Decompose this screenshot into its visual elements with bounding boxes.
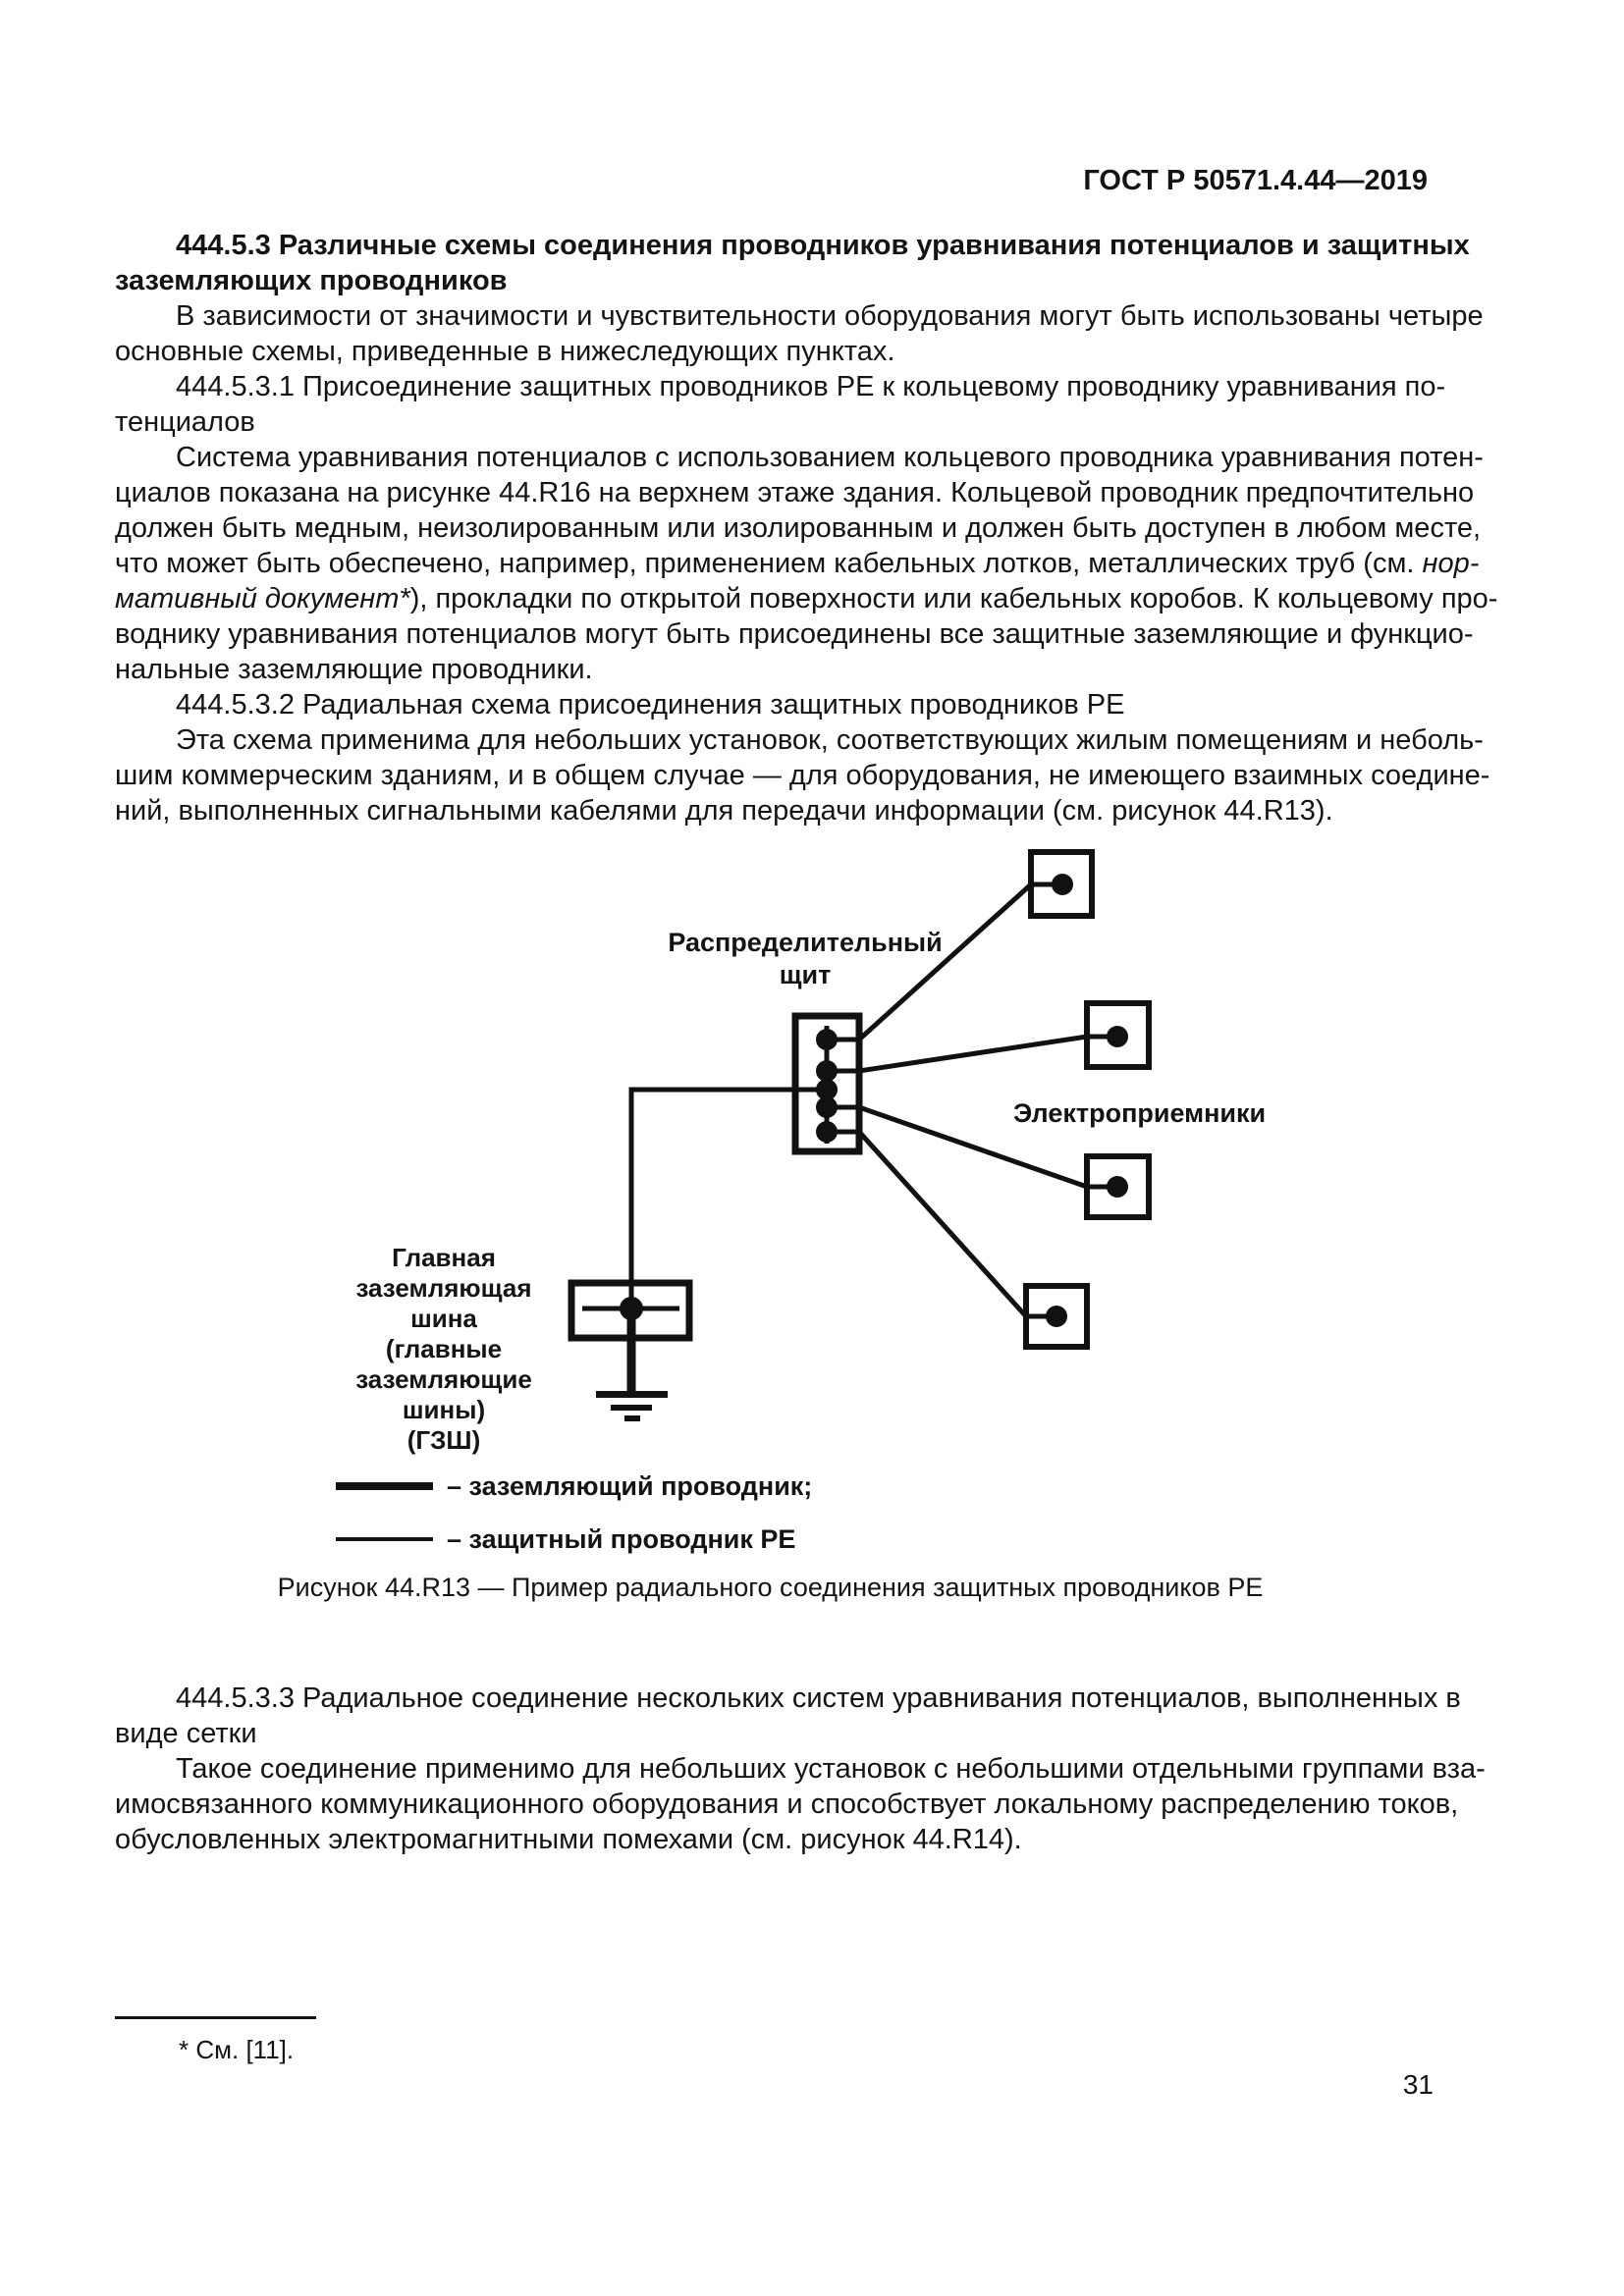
text-line: тенциалов [115,406,255,438]
body-text-upper: 444.5.3 Различные схемы соединения прово… [115,228,1498,828]
paragraph-lines: 444.5.3 Различные схемы соединения прово… [115,228,1484,546]
paragraph-lines: 444.5.3.3 Радиальное соединение нескольк… [115,1681,1486,1857]
distribution-board-label: Распределительный щит [668,928,943,989]
paragraph-lines: воднику уравнивания потенциалов могут бы… [115,616,1490,828]
label-line: заземляющая шина [355,1273,532,1333]
text-line: ний, выполненных сигнальными кабелями дл… [115,795,1333,827]
text-line: 444.5.3.2 Радиальная схема присоединения… [176,689,1125,721]
label-line: (ГЗШ) [406,1425,481,1455]
figure-44R13-diagram [568,849,1152,1421]
body-text-lower: 444.5.3.3 Радиальное соединение нескольк… [115,1681,1486,1857]
figure-caption: Рисунок 44.R13 — Пример радиального соед… [277,1573,1264,1602]
pe-line-to-receiver-1 [827,881,1062,1042]
receiver-box-2 [1084,1000,1152,1070]
receivers-label: Электроприемники [1013,1098,1267,1128]
pe-line-to-main-earthing-bar [628,1087,827,1308]
text-line: 444.5.3 Различные схемы соединения прово… [176,230,1470,261]
text-line: обусловленных электромагнитными помехами… [115,1824,1022,1855]
legend-earthing-conductor-sample [336,1482,433,1490]
text-line: Система уравнивания потенциалов с исполь… [176,442,1484,473]
receiver-box-3 [1084,1153,1152,1220]
text-line: должен быть медным, неизолированным или … [115,512,1482,544]
receiver-box-1 [1028,849,1095,919]
label-line: заземляющие шины) [355,1364,532,1424]
page-header-standard-number: ГОСТ Р 50571.4.44—2019 [1083,165,1428,196]
text-line: В зависимости от значимости и чувствител… [176,300,1484,332]
footnote-separator [115,2016,316,2019]
text-line-with-italic: мативный документ*), прокладки по открыт… [115,583,1498,614]
pe-line-to-receiver-3 [827,1104,1117,1190]
text-line: шим коммерческим зданиям, и в общем случ… [115,760,1490,791]
ground-icon [596,1391,668,1421]
footnote-text: * См. [11]. [179,2035,295,2064]
legend-earthing-conductor-text: – заземляющий проводник; [447,1471,813,1501]
text-line: основные схемы, приведенные в нижеследую… [115,336,895,367]
text-line: заземляющих проводников [115,265,508,296]
legend-pe-conductor-sample [336,1537,433,1541]
text-line: воднику уравнивания потенциалов могут бы… [115,618,1474,650]
distribution-board-box [791,1012,863,1155]
text-line-with-italic: что может быть обеспечено, например, при… [115,548,1480,579]
text-line: 444.5.3.3 Радиальное соединение нескольк… [176,1682,1461,1714]
label-line: Главная [392,1243,496,1272]
label-line: (главные [385,1334,503,1363]
text-line: виде сетки [115,1718,257,1749]
text-line: имосвязанного коммуникационного оборудов… [115,1789,1459,1820]
text-line: циалов показана на рисунке 44.R16 на вер… [115,477,1475,508]
legend-pe-conductor-text: – защитный проводник РЕ [447,1524,796,1554]
text-line: Эта схема применима для небольших устано… [176,724,1484,756]
page-number: 31 [1402,2069,1434,2100]
pe-line-to-receiver-4 [827,1129,1056,1319]
pe-line-to-receiver-2 [827,1034,1117,1074]
text-line: нальные заземляющие проводники. [115,654,593,685]
connection-dots [620,874,1128,1327]
text-line: 444.5.3.1 Присоединение защитных проводн… [176,371,1446,402]
receiver-box-4 [1023,1283,1090,1350]
text-line: Такое соединение применимо для небольших… [176,1753,1486,1785]
